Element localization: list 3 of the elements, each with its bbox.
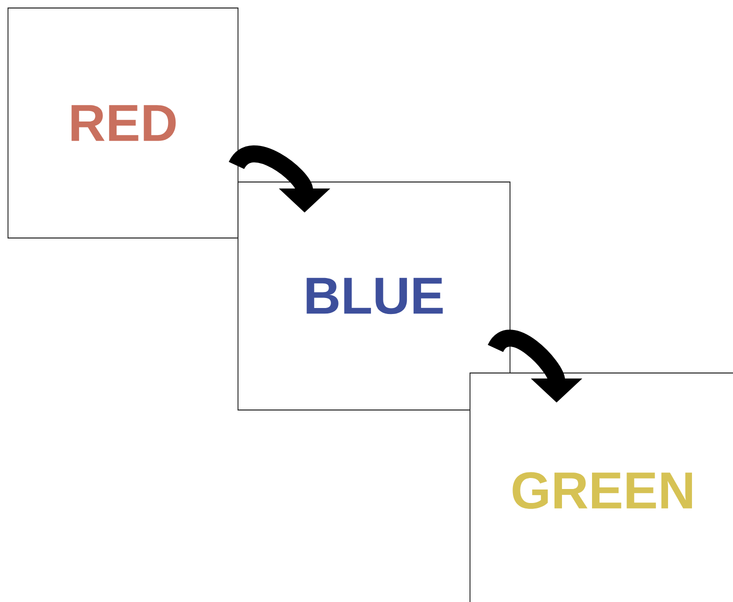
word-box: GREEN (470, 372, 733, 602)
word-box: BLUE (238, 182, 510, 410)
word-box: RED (8, 8, 238, 238)
